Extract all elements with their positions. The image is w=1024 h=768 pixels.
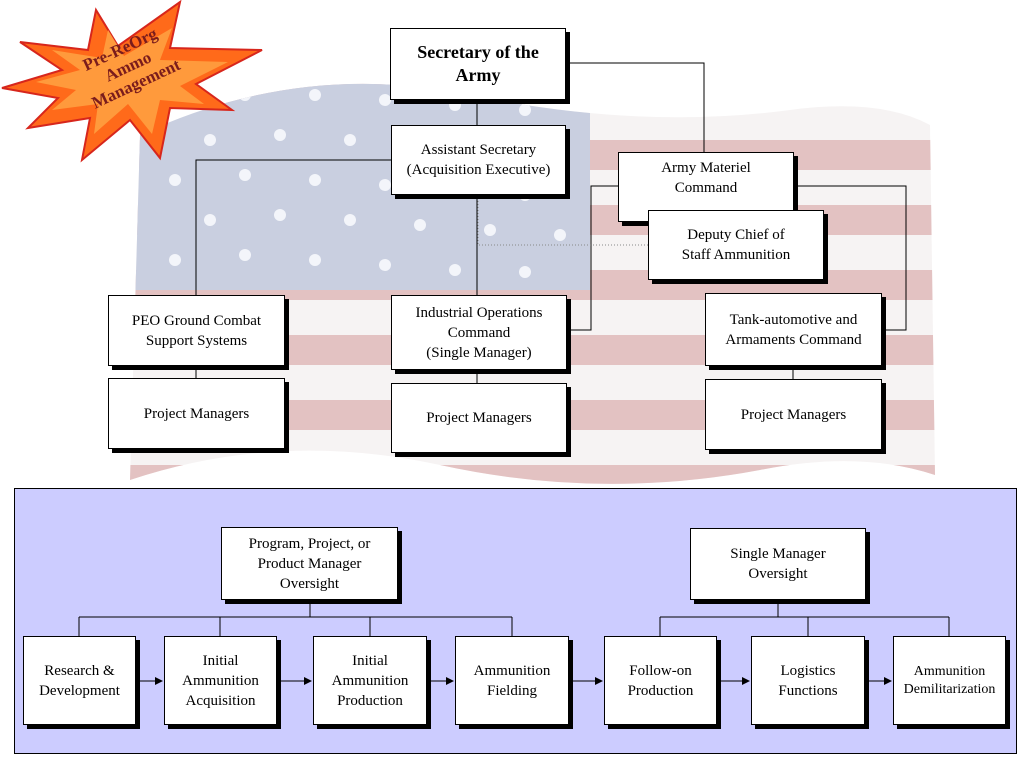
assistant-secretary-box: Assistant Secretary (Acquisition Executi… bbox=[391, 125, 566, 195]
stage-7-line-1: Ammunition bbox=[913, 663, 986, 679]
stage-ammunition-demilitarization: Ammunition Demilitarization bbox=[893, 636, 1006, 725]
ioc-line-1: Industrial Operations bbox=[415, 304, 543, 321]
stage-initial-ammunition-acquisition: Initial Ammunition Acquisition bbox=[164, 636, 277, 725]
amc-line-1: Army Materiel bbox=[661, 160, 751, 176]
deputy-chief-of-staff-ammunition-box: Deputy Chief of Staff Ammunition bbox=[648, 210, 824, 280]
pm-oversight-line-3: Oversight bbox=[279, 575, 340, 592]
stage-7-line-2: Demilitarization bbox=[903, 681, 996, 697]
pm-oversight-line-1: Program, Project, or bbox=[248, 535, 371, 552]
tank-automotive-command-box: Tank-automotive and Armaments Command bbox=[705, 293, 882, 366]
stage-1-line-1: Research & bbox=[44, 662, 115, 679]
stage-initial-ammunition-production: Initial Ammunition Production bbox=[313, 636, 427, 725]
stage-5-line-1: Follow-on bbox=[629, 662, 692, 679]
peo-line-2: Support Systems bbox=[145, 332, 248, 349]
ioc-line-3: (Single Manager) bbox=[426, 344, 532, 361]
asst-sec-line-2: (Acquisition Executive) bbox=[406, 162, 551, 178]
pm-tacom-label: Project Managers bbox=[740, 406, 847, 423]
stage-1-line-2: Development bbox=[39, 682, 120, 699]
secretary-of-the-army-box: Secretary of the Army bbox=[390, 28, 566, 100]
pm-ioc-label: Project Managers bbox=[426, 410, 532, 426]
asst-sec-line-1: Assistant Secretary bbox=[420, 142, 537, 158]
stage-follow-on-production: Follow-on Production bbox=[604, 636, 717, 725]
industrial-operations-command-box: Industrial Operations Command (Single Ma… bbox=[391, 295, 567, 370]
amc-line-2: Command bbox=[674, 180, 738, 196]
stage-6-line-2: Functions bbox=[778, 682, 838, 699]
stage-3-line-3: Production bbox=[337, 692, 403, 709]
peo-ground-combat-box: PEO Ground Combat Support Systems bbox=[108, 295, 285, 366]
starburst-badge bbox=[1, 0, 263, 163]
tacom-line-1: Tank-automotive and bbox=[729, 311, 858, 328]
stage-3-line-2: Ammunition bbox=[331, 672, 409, 689]
single-manager-oversight-box: Single Manager Oversight bbox=[690, 528, 866, 600]
dcs-line-2: Staff Ammunition bbox=[681, 247, 791, 263]
stage-2-line-2: Ammunition bbox=[182, 672, 259, 689]
pm-oversight-box: Program, Project, or Product Manager Ove… bbox=[221, 527, 398, 600]
pm-oversight-line-2: Product Manager bbox=[257, 555, 362, 572]
dcs-line-1: Deputy Chief of bbox=[687, 227, 785, 243]
stage-5-line-2: Production bbox=[627, 682, 694, 699]
stage-2-line-3: Acquisition bbox=[185, 692, 256, 709]
stage-4-line-2: Fielding bbox=[486, 682, 537, 699]
stage-2-line-1: Initial bbox=[202, 652, 239, 669]
stage-4-line-1: Ammunition bbox=[473, 662, 551, 679]
secretary-line-2: Army bbox=[455, 65, 501, 85]
stage-3-line-1: Initial bbox=[352, 652, 388, 669]
ioc-line-2: Command bbox=[447, 324, 511, 341]
pm-peo-label: Project Managers bbox=[143, 405, 250, 422]
tacom-line-2: Armaments Command bbox=[725, 331, 862, 348]
secretary-line-1: Secretary of the bbox=[417, 42, 539, 62]
project-managers-ioc-box: Project Managers bbox=[391, 383, 567, 453]
project-managers-tacom-box: Project Managers bbox=[705, 379, 882, 450]
sm-oversight-line-1: Single Manager bbox=[730, 546, 826, 562]
stage-logistics-functions: Logistics Functions bbox=[751, 636, 865, 725]
stage-ammunition-fielding: Ammunition Fielding bbox=[455, 636, 569, 725]
sm-oversight-line-2: Oversight bbox=[748, 566, 808, 582]
stage-research-development: Research & Development bbox=[23, 636, 136, 725]
peo-line-1: PEO Ground Combat bbox=[131, 312, 262, 329]
stage-6-line-1: Logistics bbox=[780, 662, 836, 679]
project-managers-peo-box: Project Managers bbox=[108, 378, 285, 449]
